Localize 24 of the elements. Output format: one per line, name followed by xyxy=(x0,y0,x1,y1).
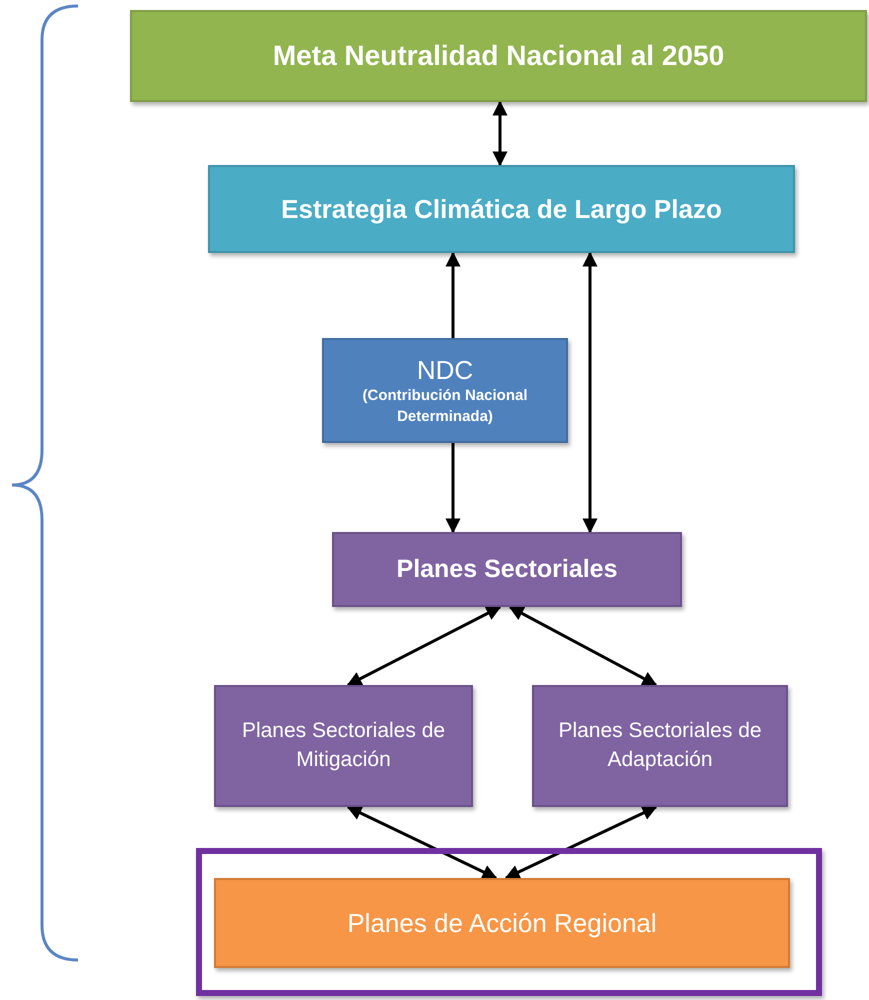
arrow xyxy=(446,252,460,338)
process-box xyxy=(214,685,473,807)
process-box xyxy=(208,165,795,253)
process-box xyxy=(332,532,682,607)
box-label: Planes Sectoriales de Mitigación xyxy=(240,718,446,773)
box-subtitle: (Contribución Nacional Determinada) xyxy=(362,386,528,427)
box-label: NDC xyxy=(416,354,474,386)
arrow xyxy=(492,100,508,166)
arrow xyxy=(346,606,502,686)
process-box xyxy=(322,338,568,443)
arrow xyxy=(508,606,658,686)
box-label: Planes de Acción Regional xyxy=(347,906,657,940)
process-box xyxy=(130,10,867,102)
arrow xyxy=(346,806,498,880)
process-box xyxy=(532,685,788,807)
box-label: Planes Sectoriales xyxy=(396,554,618,585)
box-label: Planes Sectoriales de Adaptación xyxy=(557,718,763,773)
box-label: Meta Neutralidad Nacional al 2050 xyxy=(272,39,724,73)
frame-box xyxy=(196,848,822,996)
arrow xyxy=(504,806,658,880)
process-box xyxy=(214,878,790,968)
box-label: Estrategia Climática de Largo Plazo xyxy=(281,192,722,226)
arrow xyxy=(446,443,460,534)
arrow xyxy=(582,252,598,534)
